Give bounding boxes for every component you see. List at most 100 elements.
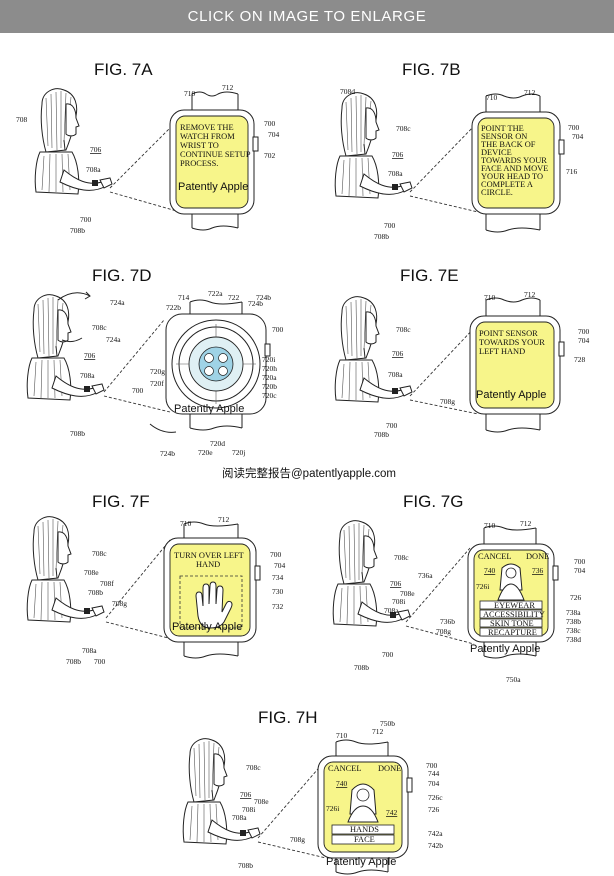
- avatar-preview-7g: [497, 563, 525, 601]
- reference-numeral: 708a: [86, 165, 101, 174]
- option-hands[interactable]: [331, 824, 395, 835]
- user-figure-7a: [34, 88, 113, 195]
- watch-7a: REMOVE THE WATCH FROM WRIST TO CONTINUE …: [169, 91, 259, 231]
- watch-back-7d: Patently Apple: [165, 299, 271, 431]
- reference-numeral: 700: [384, 221, 396, 230]
- reference-numeral: 708i: [392, 597, 405, 606]
- option-skin-tone[interactable]: [479, 618, 543, 628]
- reference-numeral: 710: [184, 89, 196, 98]
- reference-numeral: 726: [428, 805, 440, 814]
- screen-text-line: PROCESS.: [180, 159, 218, 168]
- reference-numeral: 704: [574, 566, 586, 575]
- reference-numeral: 720h: [262, 364, 277, 373]
- reference-numeral: 708a: [388, 370, 403, 379]
- option-face[interactable]: [331, 834, 395, 845]
- reference-numeral: 712: [524, 88, 536, 97]
- reference-numeral: 708a: [232, 813, 247, 822]
- fig-label-7f: FIG. 7F: [92, 492, 150, 511]
- user-figure-7d: [26, 294, 105, 401]
- fig-label-7h: FIG. 7H: [258, 708, 318, 727]
- reference-numeral: 730: [272, 587, 284, 596]
- screen-text-line: WRIST TO: [180, 141, 219, 150]
- reference-numeral: 722: [228, 293, 240, 302]
- reference-numeral: 708a: [384, 606, 399, 615]
- fig-label-7d: FIG. 7D: [92, 266, 152, 285]
- reference-numeral: 708c: [92, 549, 107, 558]
- reference-numeral: 708e: [84, 568, 99, 577]
- reference-numeral: 706: [240, 790, 252, 799]
- avatar-preview-7h: [347, 783, 379, 823]
- reference-numeral: 708g: [290, 835, 305, 844]
- reference-numeral: 742b: [428, 841, 443, 850]
- reference-numeral: 738c: [566, 626, 581, 635]
- reference-numeral: 750a: [506, 675, 521, 684]
- watermark-7e: Patently Apple: [476, 389, 546, 401]
- screen-text-line: SKIN TONE: [490, 619, 534, 628]
- reference-numeral: 736b: [440, 617, 455, 626]
- reference-numeral: 722a: [208, 289, 223, 298]
- watch-screen-7a: [175, 115, 249, 209]
- reference-numeral: 708g: [112, 599, 127, 608]
- reference-numeral: 708i: [242, 805, 255, 814]
- reference-numeral: 710: [484, 293, 496, 302]
- screen-text-line: FACE: [354, 835, 375, 844]
- reference-numeral: 708b: [374, 232, 389, 241]
- reference-numeral: 708e: [400, 589, 415, 598]
- screen-text-line: HAND: [196, 560, 220, 569]
- watermark-7f: Patently Apple: [172, 621, 242, 633]
- reference-numeral: 708e: [254, 797, 269, 806]
- reference-numeral: 708b: [70, 226, 85, 235]
- reference-numeral: 712: [218, 515, 230, 524]
- reference-numeral: 740: [336, 779, 348, 788]
- enlarge-banner[interactable]: CLICK ON IMAGE TO ENLARGE: [0, 0, 614, 33]
- option-accessibility[interactable]: [479, 609, 543, 619]
- reference-numeral: 708c: [396, 124, 411, 133]
- panel-fig-7e: FIG. 7E POINT SENSOR TOWARDS YOUR LEFT H…: [334, 266, 590, 439]
- done-button-7g[interactable]: DONE: [526, 552, 549, 561]
- reference-numeral: 740: [484, 566, 496, 575]
- panel-fig-7h: FIG. 7H CANCEL DONE 740 726i 742 HANDS F…: [182, 708, 443, 875]
- reference-numeral: 708b: [70, 429, 85, 438]
- cancel-button-7h[interactable]: CANCEL: [328, 764, 362, 773]
- reference-numeral: 708: [16, 115, 28, 124]
- reference-numeral: 726i: [476, 582, 489, 591]
- watch-7e: POINT SENSOR TOWARDS YOUR LEFT HAND Pate…: [469, 297, 565, 433]
- reference-numeral: 710: [484, 521, 496, 530]
- panel-fig-7a: FIG. 7A REMOVE THE WATCH FROM WRIST TO C…: [16, 60, 280, 235]
- screen-text-line: TOWARDS YOUR: [481, 156, 547, 165]
- screen-text-line: EYEWEAR: [494, 601, 535, 610]
- panel-fig-7f: FIG. 7F TURN OVER LEFT HAND Patently App…: [26, 492, 286, 666]
- reference-numeral: 700: [132, 386, 144, 395]
- screen-text-line: REMOVE THE: [180, 123, 234, 132]
- reference-numeral: 734: [272, 573, 284, 582]
- done-button-7h[interactable]: DONE: [378, 764, 401, 773]
- reference-numeral: 708g: [440, 397, 455, 406]
- reference-numeral: 726i: [326, 804, 339, 813]
- reference-numeral: 708b: [66, 657, 81, 666]
- reference-numeral: 736: [532, 566, 544, 575]
- fig-label-7b: FIG. 7B: [402, 60, 461, 79]
- reference-numeral: 708g: [436, 627, 451, 636]
- reference-numeral: 704: [428, 779, 440, 788]
- reference-numeral: 700: [578, 327, 590, 336]
- watch-7b: POINT THE SENSOR ON THE BACK OF DEVICE T…: [471, 93, 565, 233]
- cancel-button-7g[interactable]: CANCEL: [478, 552, 512, 561]
- watch-7f: TURN OVER LEFT HAND Patently Apple: [163, 521, 261, 659]
- watch-screen-7b: [477, 117, 555, 209]
- option-recapture[interactable]: [479, 627, 543, 637]
- option-eyewear[interactable]: [479, 600, 543, 610]
- watermark-7g: Patently Apple: [470, 643, 540, 655]
- reference-numeral: 700: [94, 657, 106, 666]
- panel-fig-7d: FIG. 7D Patently Apple 724a 708c 724a 70…: [26, 266, 284, 458]
- reference-numeral: 700: [270, 550, 282, 559]
- reference-numeral: 712: [222, 83, 234, 92]
- reference-numeral: 706: [392, 150, 404, 159]
- reference-numeral: 700: [264, 119, 276, 128]
- reference-numeral: 736a: [418, 571, 433, 580]
- screen-text-line: RECAPTURE: [488, 628, 537, 637]
- reference-numeral: 720b: [262, 382, 277, 391]
- reference-numeral: 712: [524, 290, 536, 299]
- reference-numeral: 708f: [100, 579, 114, 588]
- reference-numeral: 710: [486, 93, 498, 102]
- reference-numeral: 720d: [210, 439, 225, 448]
